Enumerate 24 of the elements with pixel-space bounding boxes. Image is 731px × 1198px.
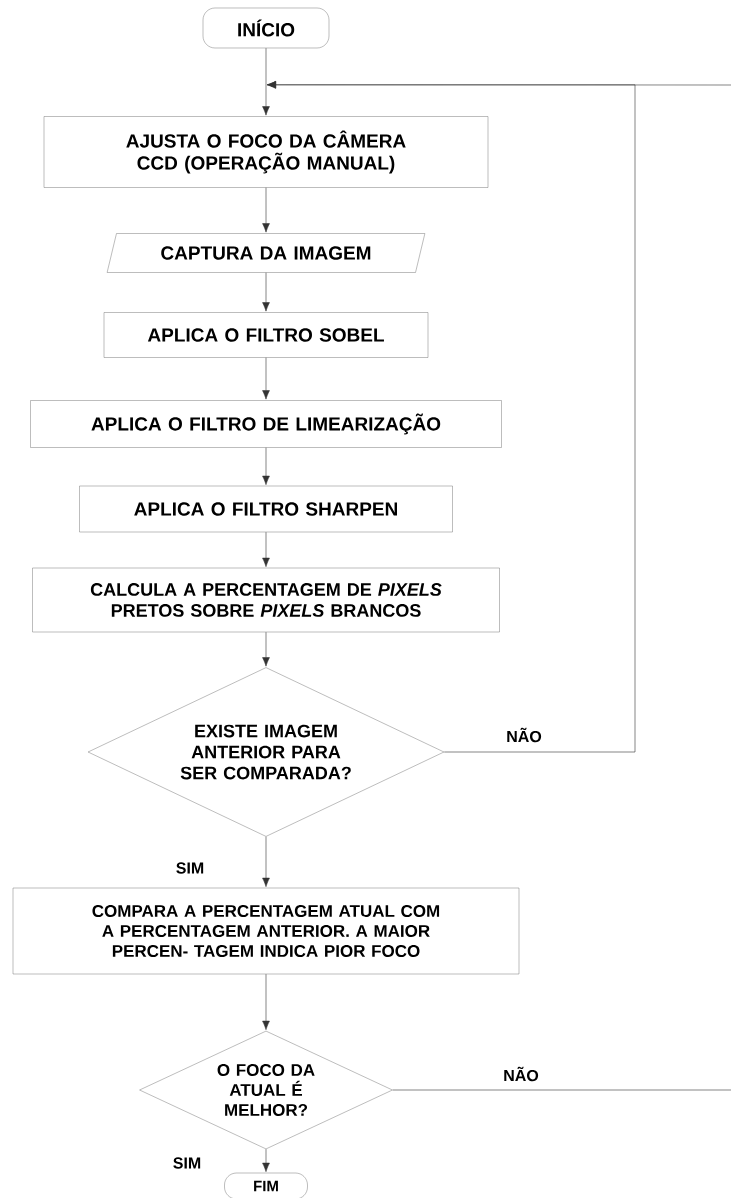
arrow <box>262 973 270 1030</box>
arrow <box>262 1148 270 1172</box>
edge-label: SIM <box>176 862 204 874</box>
arrow <box>266 81 731 89</box>
terminal-box: INÍCIO <box>202 7 330 49</box>
process-box: COMPARA A PERCENTAGEM ATUAL COM A PERCENTAGEM ANTERIOR. A MAIOR PERCEN- TAGEM INDICA PIOR FOCO <box>12 887 520 975</box>
arrow <box>262 631 270 667</box>
edge-label: SIM <box>173 1157 201 1169</box>
process-box: APLICA O FILTRO DE LIMEARIZAÇÃO <box>30 400 502 448</box>
process-box: AJUSTA O FOCO DA CÂMERA CCD (OPERAÇÃO MANUAL) <box>43 116 489 188</box>
arrow <box>262 187 270 233</box>
arrow <box>262 47 270 116</box>
arrow <box>262 447 270 485</box>
terminal-box: FIM <box>224 1172 308 1198</box>
input-parallelogram: CAPTURA DA IMAGEM <box>106 233 426 273</box>
edge-label: NÃO <box>507 727 542 743</box>
arrow <box>262 836 270 887</box>
process-box: APLICA O FILTRO SHARPEN <box>79 485 453 533</box>
process-box: CALCULA A PERCENTAGEM DE PIXELS PRETOS SOBRE PIXELS BRANCOS <box>32 567 500 633</box>
arrow <box>262 357 270 400</box>
edge-label: NÃO <box>504 1066 539 1082</box>
arrow <box>262 531 270 567</box>
arrow <box>262 272 270 312</box>
process-box: APLICA O FILTRO SOBEL <box>103 312 429 358</box>
